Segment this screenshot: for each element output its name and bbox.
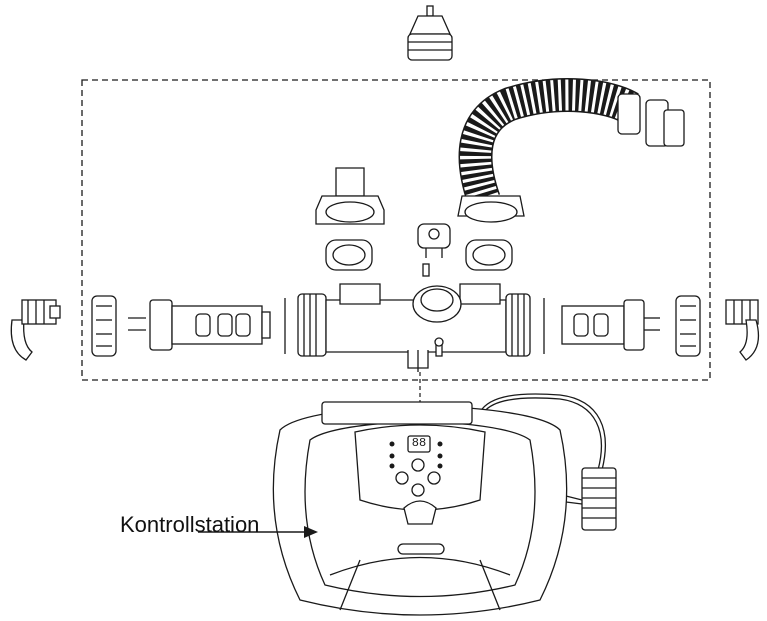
control-button	[395, 471, 409, 485]
right-electrode-cell	[561, 299, 660, 351]
top-cap-part	[407, 5, 453, 61]
left-adapter-fitting	[315, 167, 385, 271]
assembly-boundary	[81, 79, 711, 381]
right-nut	[675, 295, 701, 357]
left-electrode-cell	[128, 299, 271, 351]
brand-badge	[397, 543, 445, 555]
control-button	[411, 483, 425, 497]
control-station-label: Kontrollstation	[120, 512, 260, 537]
control-button	[427, 471, 441, 485]
left-elbow-sensor	[10, 299, 61, 361]
flex-hose	[457, 78, 685, 271]
control-display: 88	[411, 436, 427, 450]
power-cable	[479, 393, 617, 531]
callout-arrow	[198, 526, 318, 538]
right-elbow-sensor	[725, 299, 760, 361]
control-button	[411, 458, 425, 472]
manifold-body	[297, 283, 531, 372]
center-sensor-cap	[417, 223, 451, 277]
led-indicators	[389, 441, 443, 469]
control-station	[272, 401, 568, 616]
left-nut	[91, 295, 117, 357]
